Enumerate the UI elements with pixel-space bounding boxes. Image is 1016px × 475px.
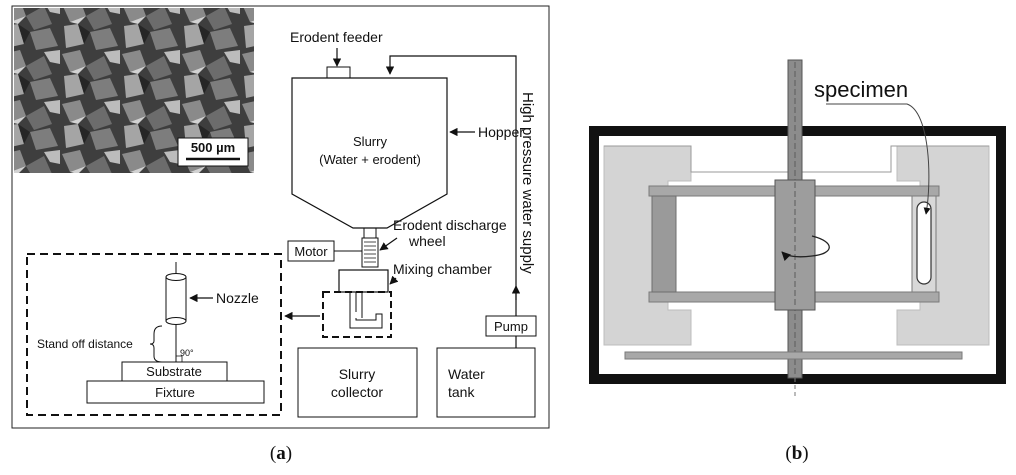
nozzle-bottom-ellipse xyxy=(165,317,187,325)
wheel-vanes xyxy=(364,241,376,263)
angle-label: 90° xyxy=(180,348,194,358)
stand-off-distance-label: Stand off distance xyxy=(37,337,133,351)
erodent-discharge-label-line2: wheel xyxy=(408,233,446,249)
water-tank-label-line1: Water xyxy=(448,366,485,382)
panel-b-caption: (b) xyxy=(785,443,808,464)
right-angle-mark xyxy=(176,355,183,362)
frame-post-left xyxy=(651,195,677,293)
specimen xyxy=(916,201,932,285)
bottom-bar xyxy=(624,351,963,360)
slurry-collector-label-line1: Slurry xyxy=(339,366,376,382)
scale-bar-box xyxy=(177,137,249,167)
pump-label: Pump xyxy=(494,319,528,334)
slurry-composition-label: (Water + erodent) xyxy=(319,152,421,167)
nozzle-label: Nozzle xyxy=(216,290,259,306)
erodent-discharge-label-line1: Erodent discharge xyxy=(393,217,507,233)
erodent-discharge-wheel xyxy=(361,237,379,268)
mixing-chamber-label: Mixing chamber xyxy=(393,261,492,277)
nozzle-body xyxy=(165,276,187,322)
panel-b: specimen xyxy=(589,59,1006,398)
hopper xyxy=(291,77,448,229)
pump-box xyxy=(485,315,537,337)
nozzle-top-ellipse xyxy=(165,273,187,281)
sem-micrograph: 500 µm xyxy=(14,8,254,173)
fixture-label: Fixture xyxy=(155,385,195,400)
erodent-feeder-label: Erodent feeder xyxy=(290,29,383,45)
slurry-label: Slurry xyxy=(353,134,387,149)
stand-off-brace xyxy=(149,325,163,363)
detail-elbow xyxy=(349,313,383,329)
water-tank-label-line2: tank xyxy=(448,384,475,400)
fixture-box xyxy=(86,380,265,404)
rotation-arrow xyxy=(781,235,830,262)
motor-label: Motor xyxy=(294,244,328,259)
water-supply-line xyxy=(385,55,517,316)
discharge-wheel-arrow xyxy=(379,237,398,251)
scale-bar-label: 500 µm xyxy=(191,140,235,155)
water-tank-box xyxy=(436,347,536,418)
slurry-collector-label-line2: collector xyxy=(331,384,383,400)
substrate-label: Substrate xyxy=(146,364,202,379)
mixing-chamber-box xyxy=(338,269,389,293)
hopper-label: Hopper xyxy=(478,124,524,140)
specimen-leader-arrow xyxy=(826,103,931,215)
panel-a-frame xyxy=(11,5,550,429)
erodent-feeder-box xyxy=(326,66,351,79)
slurry-collector-box xyxy=(297,347,418,418)
panel-a: 500 µm Erodent feeder Slurry (Water + er… xyxy=(11,5,550,429)
panel-a-caption: (a) xyxy=(270,443,292,464)
specimen-label: specimen xyxy=(814,77,908,102)
mixing-chamber-arrow xyxy=(389,275,399,285)
nozzle-detail-frame xyxy=(322,291,392,338)
high-pressure-water-supply-label: High pressure water supply xyxy=(519,92,536,274)
